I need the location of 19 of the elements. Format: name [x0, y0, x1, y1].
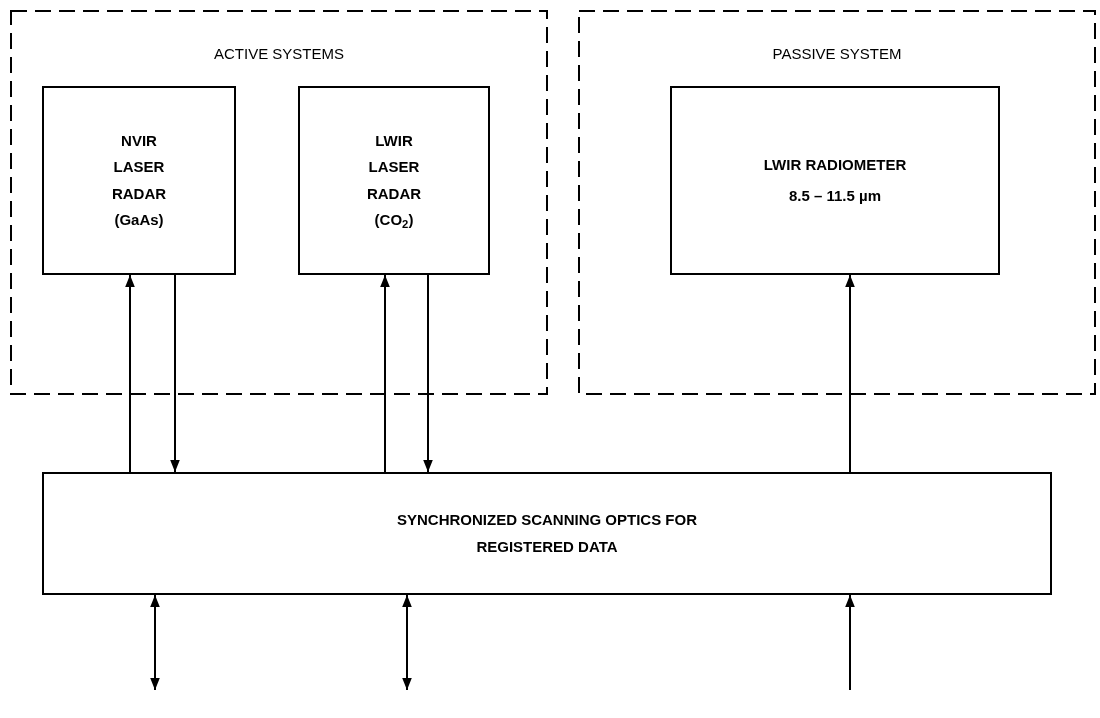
- process-box: [42, 472, 1052, 595]
- box-label: NVIR LASER RADAR (GaAs): [110, 131, 168, 230]
- arrow: [402, 594, 412, 691]
- arrow: [170, 274, 180, 473]
- group-heading: PASSIVE SYSTEM: [772, 44, 902, 64]
- box-label: LWIR LASER RADAR (CO$_{2}$): [365, 131, 423, 232]
- group-heading: ACTIVE SYSTEMS: [214, 44, 344, 64]
- process-box: [42, 86, 236, 275]
- box-label: 8.5 – 11.5 µm: [787, 185, 882, 206]
- box-label: LWIR RADIOMETER: [762, 155, 908, 176]
- process-box: [298, 86, 490, 275]
- arrow: [423, 274, 433, 473]
- box-label: SYNCHRONIZED SCANNING OPTICS FOR REGISTERED DATA: [396, 510, 698, 557]
- arrow: [380, 274, 390, 473]
- arrow: [125, 274, 135, 473]
- arrow: [845, 274, 855, 473]
- process-box: [670, 86, 1000, 275]
- arrow: [150, 594, 160, 691]
- arrow: [845, 594, 855, 691]
